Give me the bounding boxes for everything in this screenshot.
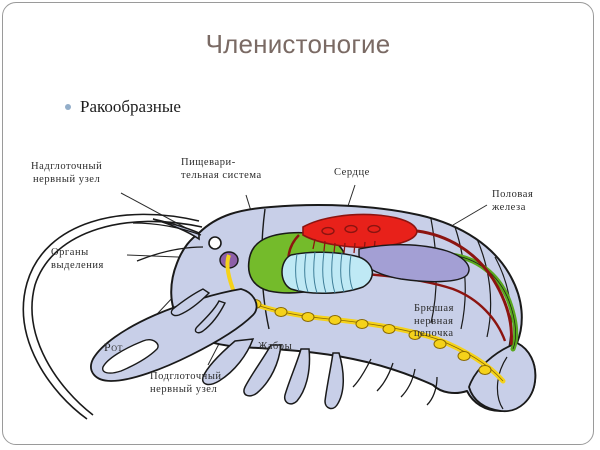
label-mouth: Рот: [104, 340, 123, 354]
gills: [281, 251, 373, 295]
label-ventral-nerve-cord: Брюшая нервная цепочка: [414, 303, 454, 339]
antennules: [132, 222, 204, 262]
dorsal-artery: [416, 229, 513, 346]
label-excretory-organs: Органы выделения: [51, 247, 104, 271]
walking-legs: [201, 338, 344, 410]
claw-pincer-gap: [102, 339, 159, 374]
pleopods: [352, 358, 438, 406]
crayfish-anatomy-figure: Надглоточный нервный узел Пищевари- тель…: [3, 143, 593, 443]
heart-ostia: [321, 224, 381, 236]
bullet-item-label: Ракообразные: [80, 97, 181, 116]
leader-gonad: [452, 204, 488, 226]
heart: [302, 213, 418, 249]
label-gonad: Половая железа: [492, 189, 534, 213]
rostrum: [152, 218, 200, 241]
label-digestive-system: Пищевари- тельная система: [181, 157, 262, 181]
gonad: [358, 244, 470, 283]
label-supraesophageal-ganglion: Надглоточный нервный узел: [31, 161, 103, 185]
nerve-cord-outline: [234, 294, 504, 382]
eye: [208, 236, 222, 250]
telson-divider: [496, 356, 508, 410]
list-item: Ракообразные: [65, 97, 181, 117]
label-heart: Сердце: [334, 167, 370, 178]
label-gills: Жабры: [258, 341, 293, 352]
antenna-left-outer: [22, 213, 200, 420]
ventral-artery: [348, 271, 507, 342]
crayfish-illustration: [22, 184, 537, 420]
gill-filaments: [295, 251, 354, 294]
antenna-left-inner: [31, 220, 203, 416]
label-subesophageal-ganglion: Подглоточный нервный узел: [150, 371, 222, 395]
slide-canvas: Членистоногие Ракообразные: [2, 2, 594, 445]
mouthparts: [170, 288, 226, 334]
bullet-dot-icon: [65, 104, 71, 110]
page-title: Членистоногие: [205, 29, 391, 59]
